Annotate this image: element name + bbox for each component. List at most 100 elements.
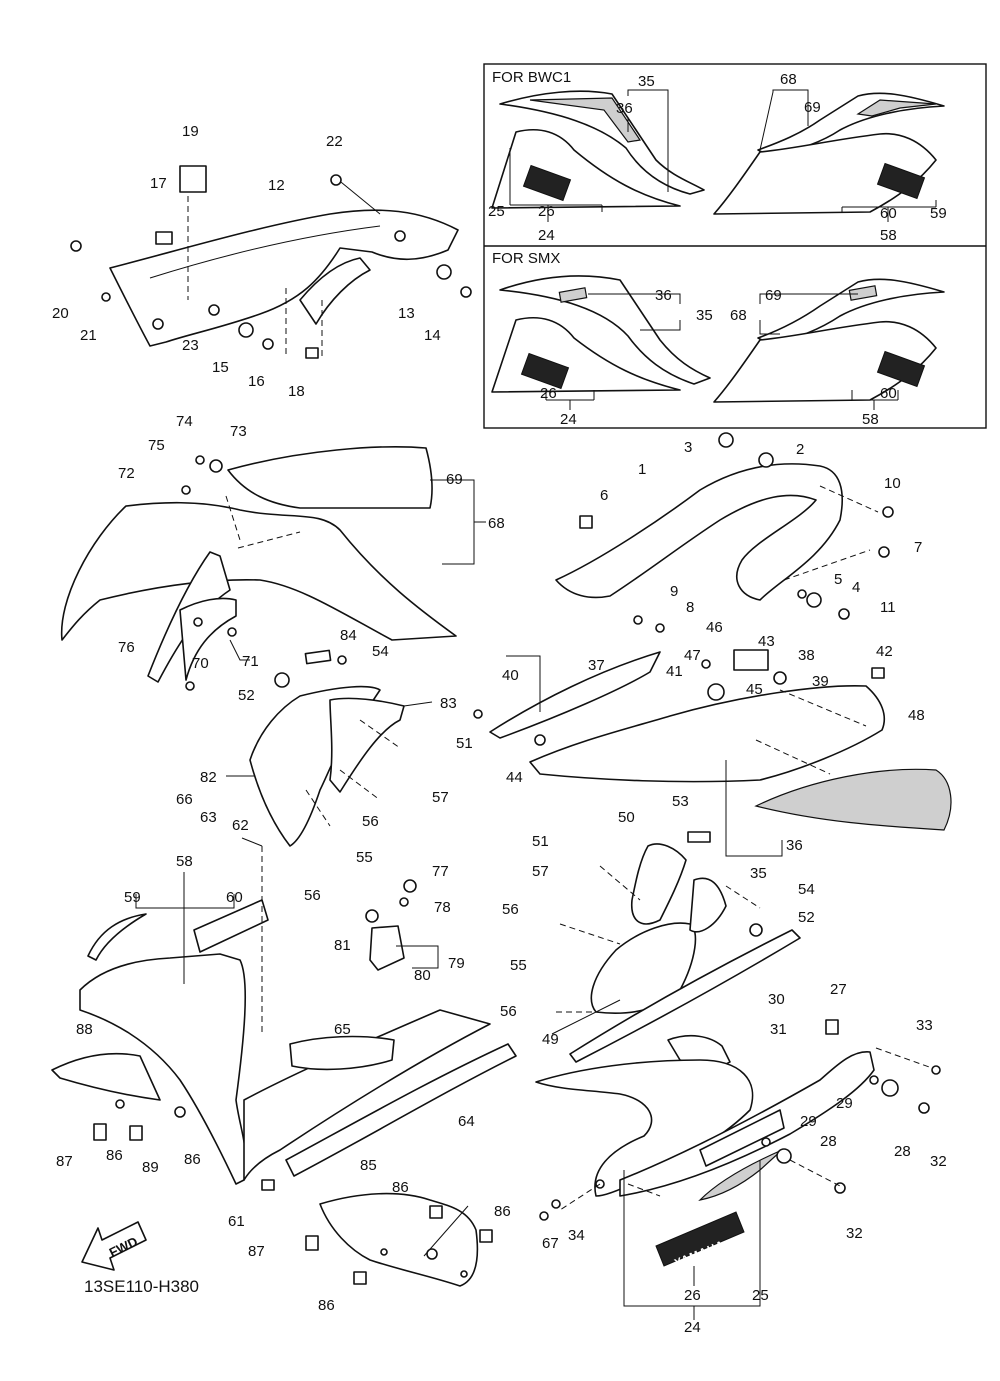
side-panel-37 bbox=[489, 651, 661, 739]
callout-30: 30 bbox=[768, 991, 785, 1008]
callout-61: 61 bbox=[228, 1213, 245, 1230]
clip-27 bbox=[825, 1019, 839, 1035]
callout-7: 7 bbox=[914, 539, 922, 556]
bwc1-left-cowl bbox=[491, 90, 705, 209]
callout-86: 86 bbox=[184, 1151, 201, 1168]
callout-39: 39 bbox=[812, 673, 829, 690]
callout-60: 60 bbox=[880, 385, 897, 402]
callout-9: 9 bbox=[670, 583, 678, 600]
callout-25: 25 bbox=[488, 203, 505, 220]
callout-10: 10 bbox=[884, 475, 901, 492]
callout-35: 35 bbox=[750, 865, 767, 882]
callout-22: 22 bbox=[326, 133, 343, 150]
bracket-65 bbox=[289, 1035, 395, 1071]
pad-53 bbox=[687, 831, 711, 843]
variant-title-bwc1: FOR BWC1 bbox=[492, 69, 571, 86]
callout-67: 67 bbox=[542, 1235, 559, 1252]
callout-68: 68 bbox=[730, 307, 747, 324]
seat-cover-1 bbox=[555, 463, 843, 601]
callout-60: 60 bbox=[226, 889, 243, 906]
upper-panel-assembly: 19 17 12 22 20 21 23 15 16 18 13 14 bbox=[52, 123, 472, 400]
callout-86: 86 bbox=[392, 1179, 409, 1196]
callout-52: 52 bbox=[798, 909, 815, 926]
callout-54: 54 bbox=[372, 643, 389, 660]
callout-59: 59 bbox=[930, 205, 947, 222]
callout-77: 77 bbox=[432, 863, 449, 880]
callout-36: 36 bbox=[616, 100, 633, 117]
callout-49: 49 bbox=[542, 1031, 559, 1048]
callout-24: 24 bbox=[538, 227, 555, 244]
left-lower-cowl-assembly: 58 59 60 77 78 81 79 80 65 88 64 87 86 8… bbox=[51, 837, 517, 1230]
callout-38: 38 bbox=[798, 647, 815, 664]
callout-40: 40 bbox=[502, 667, 519, 684]
side-panel-assembly: 46 43 38 42 37 40 47 41 39 45 48 44 36 3… bbox=[473, 619, 952, 882]
callout-27: 27 bbox=[830, 981, 847, 998]
callout-75: 75 bbox=[148, 437, 165, 454]
callout-3: 3 bbox=[684, 439, 692, 456]
callout-24: 24 bbox=[560, 411, 577, 428]
under-cowl-85 bbox=[319, 1192, 479, 1287]
callout-73: 73 bbox=[230, 423, 247, 440]
side-panel-35 bbox=[529, 684, 886, 783]
callout-46: 46 bbox=[706, 619, 723, 636]
callout-45: 45 bbox=[746, 681, 763, 698]
callout-19: 19 bbox=[182, 123, 199, 140]
callout-53: 53 bbox=[672, 793, 689, 810]
callout-36: 36 bbox=[655, 287, 672, 304]
callout-41: 41 bbox=[666, 663, 683, 680]
callout-58: 58 bbox=[880, 227, 897, 244]
callout-82: 82 bbox=[200, 769, 217, 786]
duct-assembly: 53 50 51 57 54 56 52 55 30 56 49 bbox=[500, 793, 815, 1063]
callout-34: 34 bbox=[568, 1227, 585, 1244]
callout-51: 51 bbox=[456, 735, 473, 752]
callout-78: 78 bbox=[434, 899, 451, 916]
callout-79: 79 bbox=[448, 955, 465, 972]
callout-57: 57 bbox=[432, 789, 449, 806]
callout-44: 44 bbox=[506, 769, 523, 786]
callout-28: 28 bbox=[820, 1133, 837, 1150]
clip-19 bbox=[179, 165, 207, 193]
callout-36: 36 bbox=[786, 837, 803, 854]
callout-23: 23 bbox=[182, 337, 199, 354]
callout-51: 51 bbox=[532, 833, 549, 850]
callout-63: 63 bbox=[200, 809, 217, 826]
callout-86: 86 bbox=[494, 1203, 511, 1220]
side-cowl-panel-69 bbox=[227, 446, 433, 509]
callout-29: 29 bbox=[836, 1095, 853, 1112]
callout-72: 72 bbox=[118, 465, 135, 482]
callout-56: 56 bbox=[502, 901, 519, 918]
callout-55: 55 bbox=[356, 849, 373, 866]
callout-43: 43 bbox=[758, 633, 775, 650]
callout-6: 6 bbox=[600, 487, 608, 504]
clip-17 bbox=[155, 231, 173, 245]
callout-56: 56 bbox=[304, 887, 321, 904]
callout-28: 28 bbox=[894, 1143, 911, 1160]
callout-12: 12 bbox=[268, 177, 285, 194]
callout-58: 58 bbox=[176, 853, 193, 870]
seat-cover-assembly: 3 2 1 10 6 7 5 4 9 8 11 bbox=[555, 432, 922, 633]
decal-59 bbox=[87, 913, 147, 961]
forward-arrow: FWD bbox=[81, 1221, 147, 1271]
callout-86: 86 bbox=[106, 1147, 123, 1164]
callout-80: 80 bbox=[414, 967, 431, 984]
callout-13: 13 bbox=[398, 305, 415, 322]
callout-26: 26 bbox=[540, 385, 557, 402]
yamaha-decal-26: YAMAHA bbox=[655, 1211, 745, 1270]
callout-52: 52 bbox=[238, 687, 255, 704]
callout-86: 86 bbox=[318, 1297, 335, 1314]
callout-57: 57 bbox=[532, 863, 549, 880]
callout-64: 64 bbox=[458, 1113, 475, 1130]
variant-title-smx: FOR SMX bbox=[492, 250, 560, 267]
variant-panel: FOR BWC1 FOR SMX bbox=[483, 63, 987, 429]
under-cowl-assembly: 85 86 86 87 86 bbox=[248, 1157, 511, 1314]
callout-33: 33 bbox=[916, 1017, 933, 1034]
callout-14: 14 bbox=[424, 327, 441, 344]
guard-88 bbox=[51, 1052, 161, 1101]
callout-69: 69 bbox=[446, 471, 463, 488]
callout-69: 69 bbox=[804, 99, 821, 116]
callout-25: 25 bbox=[752, 1287, 769, 1304]
side-cowl-68 bbox=[60, 501, 457, 641]
callout-84: 84 bbox=[340, 627, 357, 644]
callout-71: 71 bbox=[242, 653, 259, 670]
